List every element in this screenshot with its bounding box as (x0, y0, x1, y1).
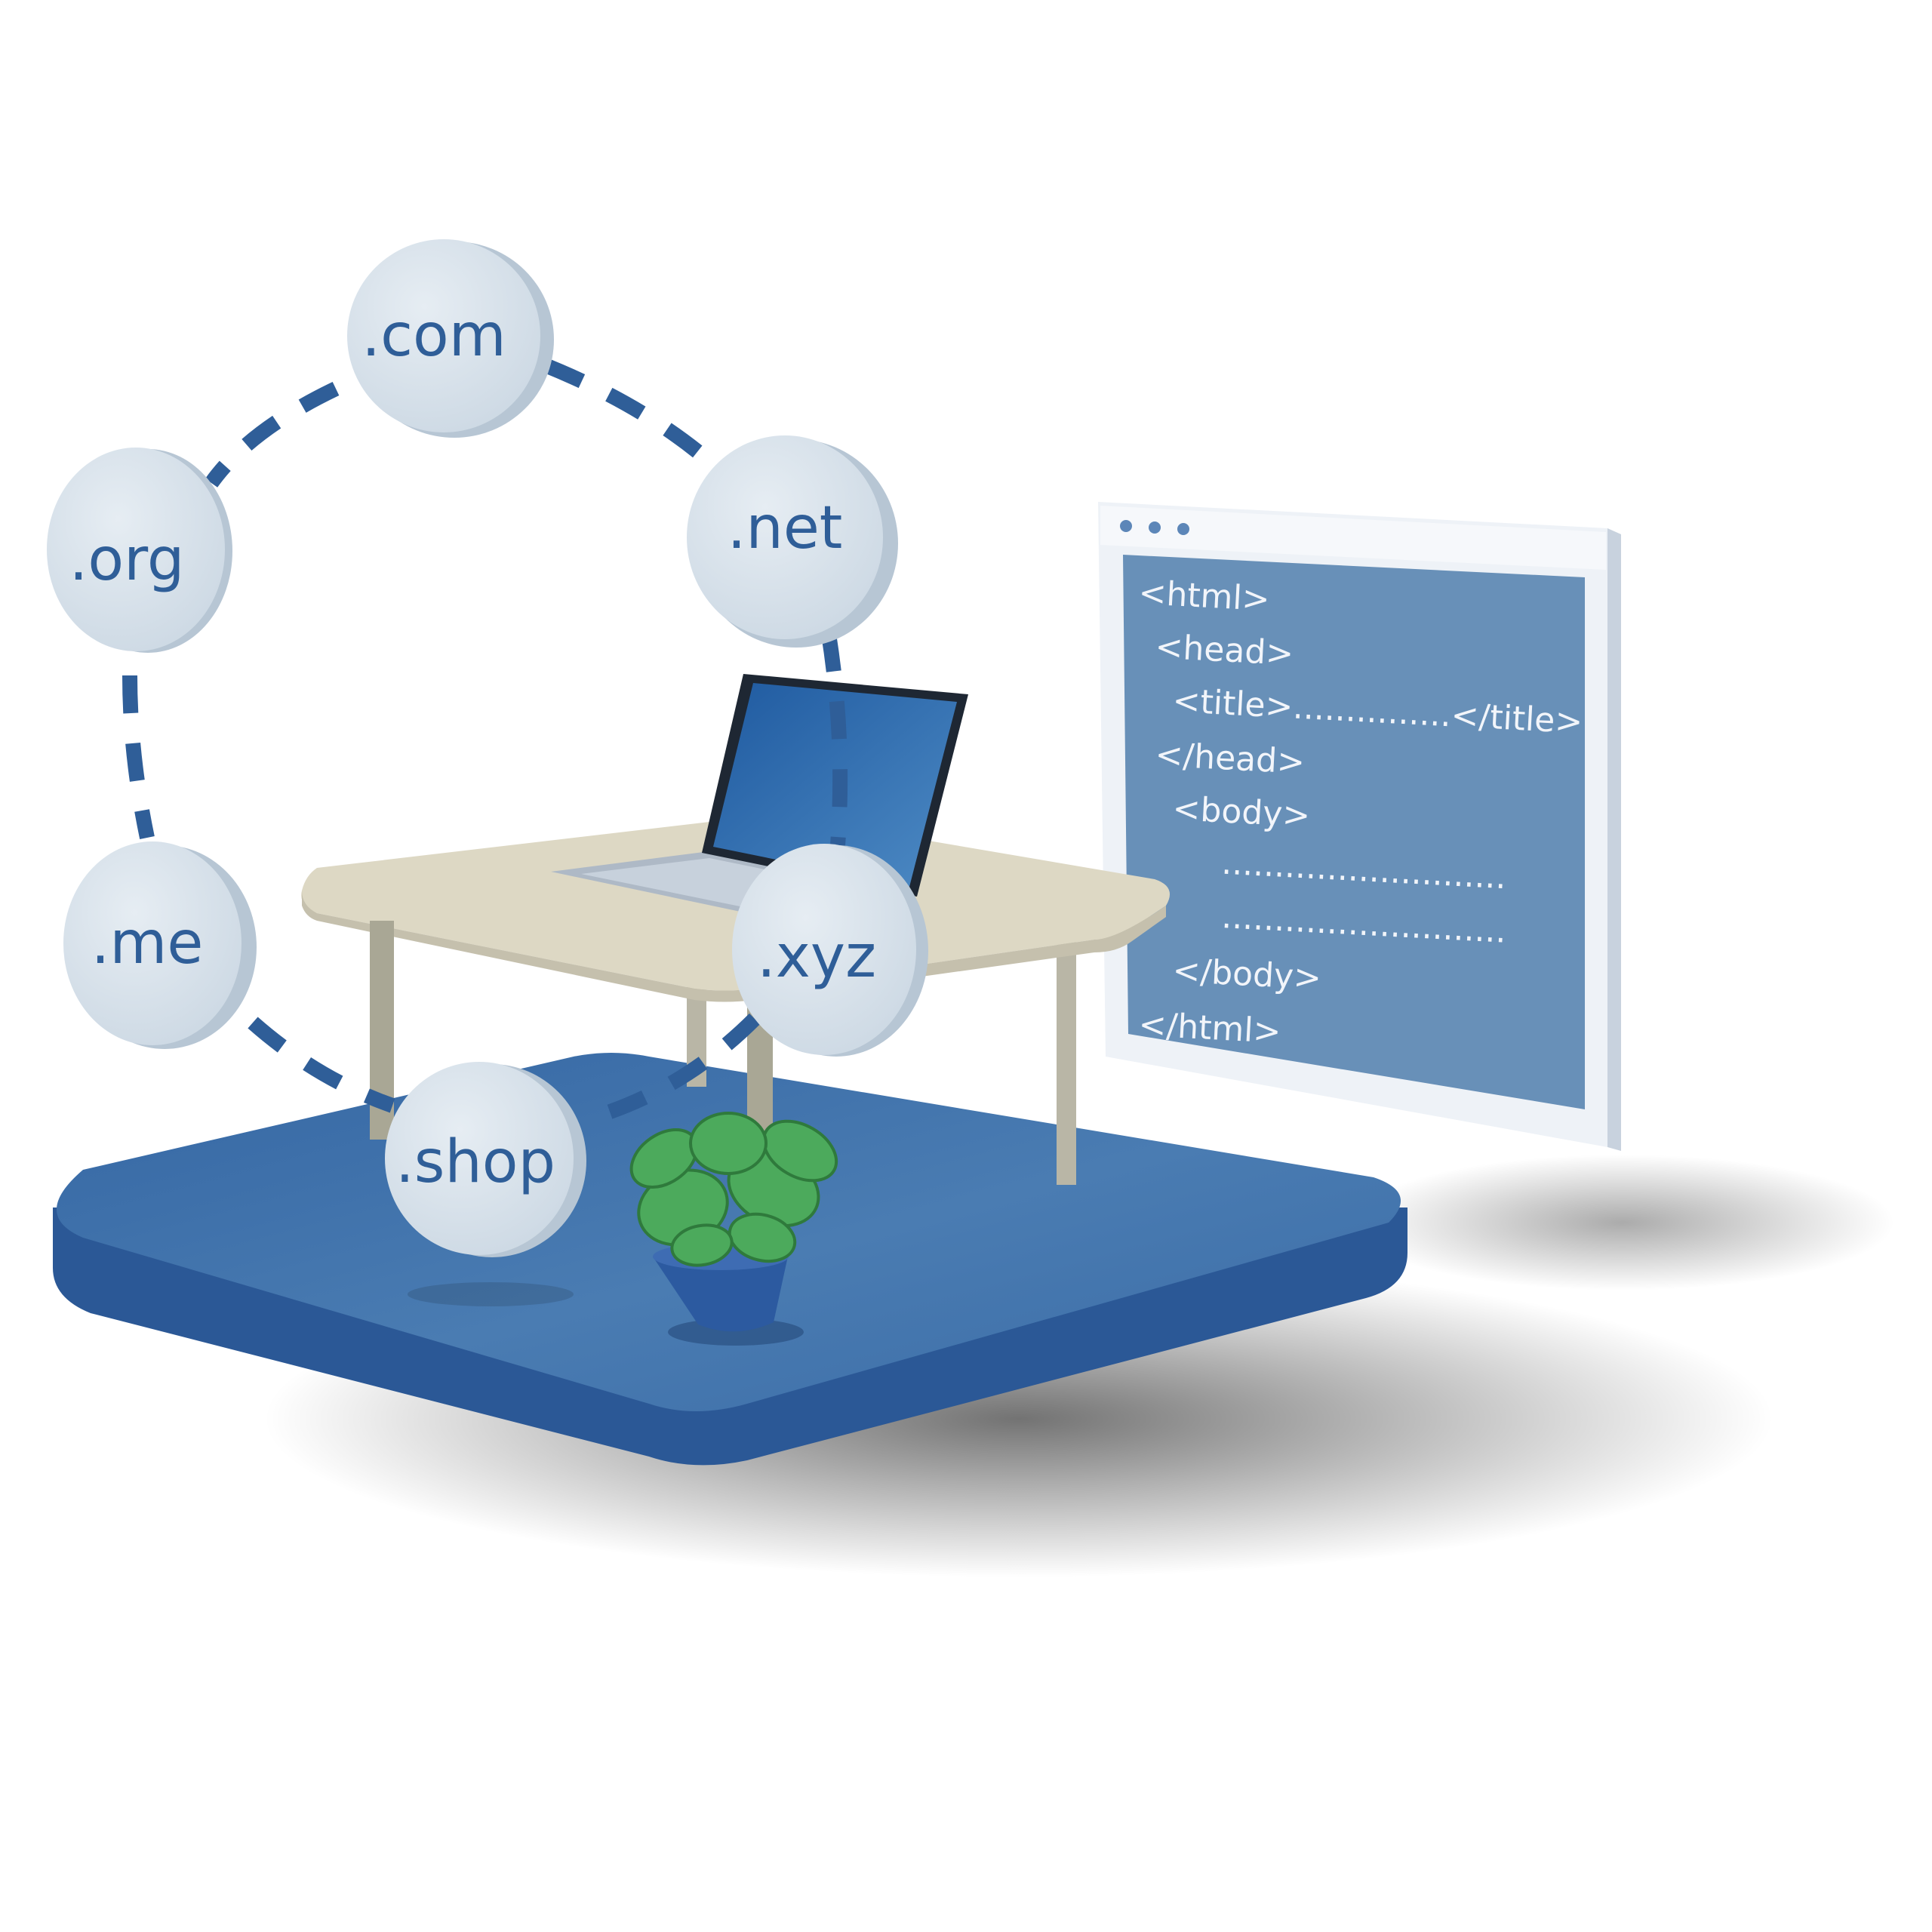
tld-label-shop: .shop (395, 1128, 555, 1196)
code-line: <head> (1154, 628, 1294, 674)
tld-label-com: .com (361, 302, 506, 370)
shop-bubble-shadow (408, 1282, 574, 1306)
window-frame-side (1607, 528, 1621, 1151)
tld-label-me: .me (91, 909, 204, 977)
link-net-xyz (821, 632, 848, 846)
window-titlebar (1100, 506, 1606, 570)
tld-bubble-com: .com (347, 239, 554, 438)
link-com-net (544, 358, 722, 474)
code-line: </html> (1137, 1005, 1281, 1051)
code-line: </body> (1171, 952, 1322, 998)
window-dot-3 (1177, 523, 1189, 535)
code-line: <html> (1137, 574, 1270, 619)
link-org-me (122, 675, 155, 840)
link-xyz-shop (579, 1013, 761, 1128)
code-panel (1123, 555, 1585, 1109)
table-leg-back-right (1057, 936, 1076, 1185)
tld-label-net: .net (728, 494, 843, 562)
code-window (1098, 502, 1621, 1151)
code-line: </head> (1154, 736, 1306, 782)
potted-plant (629, 1112, 838, 1346)
tld-links (122, 358, 848, 1128)
window-shadow (1351, 1155, 1894, 1291)
table-top-edge (302, 891, 1166, 1002)
tld-bubble-shop: .shop (385, 1062, 586, 1257)
window-dot-1 (1120, 520, 1132, 532)
tld-bubble-me: .me (63, 841, 257, 1049)
link-com-org (205, 381, 340, 488)
tld-label-org: .org (69, 526, 185, 594)
tld-bubble-net: .net (687, 435, 898, 648)
tld-label-xyz: .xyz (757, 923, 876, 991)
plant-leaves (629, 1112, 838, 1267)
plant-pot (653, 1253, 789, 1332)
link-me-shop (248, 1017, 395, 1113)
code-line: <body> (1171, 789, 1311, 835)
tld-bubble-xyz: .xyz (732, 844, 928, 1057)
tld-bubble-org: .org (47, 448, 232, 653)
window-dot-2 (1149, 521, 1161, 534)
